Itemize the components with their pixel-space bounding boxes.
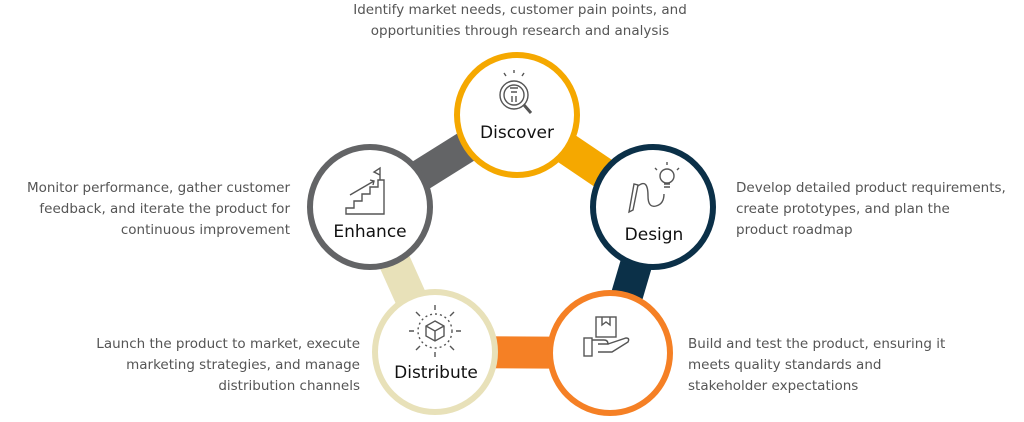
enhance-circle (307, 144, 433, 270)
lightbulb-magnifier-icon (499, 70, 533, 114)
discover-description: Identify market needs, customer pain poi… (353, 2, 687, 39)
distribute-description: Launch the product to market, execute ma… (96, 336, 360, 394)
discover-label: Discover (480, 123, 554, 143)
build-description: Build and test the product, ensuring it … (688, 336, 946, 394)
build-circle (547, 290, 673, 416)
design-description: Develop detailed product requirements, c… (736, 180, 1006, 238)
design-circle (590, 144, 716, 270)
stairs-flag-icon (345, 166, 385, 215)
distribute-label: Distribute (394, 363, 478, 383)
design-label: Design (625, 225, 684, 245)
hand-box-icon (583, 316, 630, 357)
box-arrows-icon (409, 305, 461, 357)
discover-circle (454, 52, 580, 178)
enhance-label: Enhance (333, 222, 406, 242)
pencil-lightbulb-icon (628, 162, 680, 214)
enhance-description: Monitor performance, gather customer fee… (26, 180, 290, 238)
